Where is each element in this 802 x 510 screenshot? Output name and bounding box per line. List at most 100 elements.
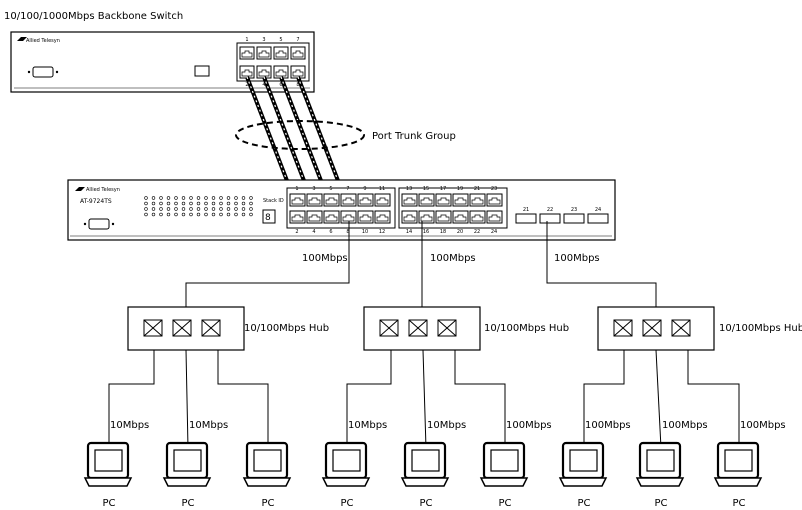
pc-link-speed: 100Mbps (740, 420, 786, 431)
sfp-port (515, 213, 537, 224)
pc-link (346, 350, 392, 448)
pc-link-speed: 10Mbps (427, 420, 466, 431)
pc-label: PC (732, 498, 745, 509)
status-led (196, 201, 201, 206)
switch-port (289, 210, 306, 224)
sfp-port-number: 24 (595, 207, 601, 213)
status-led (144, 201, 148, 206)
switch-port-number: 17 (440, 186, 446, 192)
pc-link-speed: 100Mbps (585, 420, 631, 431)
backbone-switch-title: 10/100/1000Mbps Backbone Switch (4, 11, 183, 22)
backbone-port (290, 65, 306, 79)
pc-link (583, 350, 625, 448)
switch-port-number: 23 (491, 186, 497, 192)
sfp-port (563, 213, 585, 224)
trunk-group-ellipse (235, 120, 365, 150)
hub (363, 306, 481, 351)
status-led (249, 207, 253, 211)
backbone-port-number: 6 (279, 82, 282, 88)
status-led (189, 212, 193, 217)
monitor-screen (411, 449, 440, 472)
switch-port-number: 24 (491, 229, 497, 235)
monitor-screen (94, 449, 123, 472)
pc-link (687, 350, 740, 448)
backbone-port (273, 46, 289, 60)
monitor-screen (332, 449, 361, 472)
allied-telesyn-logo (75, 187, 85, 191)
uplink-speed-3: 100Mbps (554, 253, 600, 264)
switch-port-number: 12 (379, 229, 385, 235)
uplink-speed-2: 100Mbps (430, 253, 476, 264)
stack-id-display (262, 209, 276, 224)
switch-port (401, 210, 418, 224)
switch-port (452, 210, 469, 224)
status-led (181, 196, 186, 200)
status-led (174, 212, 178, 217)
switch-port-number: 22 (474, 229, 480, 235)
pc-link-speed: 10Mbps (348, 420, 387, 431)
pc: PC 100Mbps (713, 420, 786, 509)
pc-link (217, 350, 269, 448)
backbone-chassis (10, 31, 315, 93)
backbone-port-number: 1 (245, 37, 248, 43)
status-led (219, 196, 223, 200)
status-led (226, 196, 231, 200)
pc-link-speed: 100Mbps (662, 420, 708, 431)
switch-port (418, 210, 435, 224)
allied-telesyn-logo (17, 37, 27, 41)
monitor-screen (173, 449, 202, 472)
monitor-screen (724, 449, 753, 472)
status-led (226, 212, 231, 217)
backbone-port-number: 5 (279, 37, 282, 43)
backbone-port (239, 46, 255, 60)
console-port (27, 66, 59, 78)
status-led (226, 207, 231, 211)
pc-label: PC (498, 498, 511, 509)
backbone-switch: 10/100/1000Mbps Backbone Switch Allied T… (4, 11, 315, 93)
switch-port (340, 193, 357, 207)
status-led (174, 201, 178, 206)
status-led (211, 201, 216, 206)
switch-port-number: 16 (423, 229, 429, 235)
hub-label-2: 10/100Mbps Hub (484, 323, 569, 334)
sfp-port (587, 213, 609, 224)
uplink-line (546, 221, 657, 307)
status-led (234, 196, 238, 200)
main-switch-chassis (67, 179, 616, 241)
backbone-port (290, 46, 306, 60)
monitor-screen (646, 449, 675, 472)
pc-link-speed: 10Mbps (189, 420, 228, 431)
status-led (211, 207, 216, 211)
backbone-port-number: 2 (245, 82, 248, 88)
computer-base (635, 477, 685, 487)
uplink-line (185, 221, 350, 307)
status-led (219, 201, 223, 206)
sfp-port (539, 213, 561, 224)
switch-port-number: 11 (379, 186, 385, 192)
status-led (151, 207, 156, 211)
status-led (211, 196, 216, 200)
backbone-port-number: 3 (262, 37, 265, 43)
computer-base (713, 477, 763, 487)
hub-port-icon (642, 319, 662, 337)
status-led (196, 196, 201, 200)
switch-port (486, 210, 503, 224)
sfp-port-number: 21 (523, 207, 529, 213)
hub-label-3: 10/100Mbps Hub (719, 323, 802, 334)
status-led (204, 207, 208, 211)
switch-port (323, 210, 340, 224)
status-led (174, 207, 178, 211)
status-led (189, 207, 193, 211)
status-led (159, 196, 163, 200)
hub-port-icon (671, 319, 691, 337)
hub-label-1: 10/100Mbps Hub (244, 323, 329, 334)
status-led (174, 196, 178, 200)
switch-port (323, 193, 340, 207)
stack-id-label: Stack ID (263, 198, 284, 204)
